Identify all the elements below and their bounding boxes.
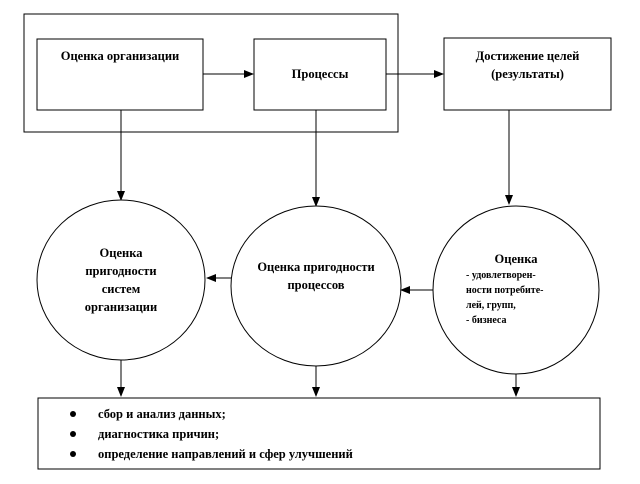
label-org-assessment: Оценка организации xyxy=(60,49,180,63)
results-item: - бизнеса xyxy=(466,315,507,326)
bullet-icon xyxy=(70,411,76,417)
results-item: - удовлетворен- xyxy=(466,270,536,281)
list-item: сбор и анализ данных; xyxy=(70,404,353,424)
list-item: определение направлений и сфер улучшений xyxy=(70,444,353,464)
list-item-text: сбор и анализ данных; xyxy=(98,407,226,421)
bullet-icon xyxy=(70,431,76,437)
results-item: лей, групп, xyxy=(466,300,516,311)
box-bottom xyxy=(37,397,601,470)
box-processes xyxy=(253,38,387,111)
label-circle-results-title: Оценка xyxy=(494,252,538,266)
label-circle-processes: Оценка пригодности процессов xyxy=(257,260,375,292)
label-results: Достижение целей (результаты) xyxy=(475,49,580,81)
bottom-list: сбор и анализ данных; диагностика причин… xyxy=(70,404,353,464)
outer-frame xyxy=(23,13,399,133)
list-item-text: диагностика причин; xyxy=(98,427,220,441)
list-item-text: определение направлений и сфер улучшений xyxy=(98,447,353,461)
box-results xyxy=(443,37,612,111)
results-item: ности потребите- xyxy=(466,285,544,296)
list-item: диагностика причин; xyxy=(70,424,353,444)
bullet-icon xyxy=(70,451,76,457)
box-org-assessment xyxy=(36,38,204,111)
label-circle-results-items: - удовлетворен- ности потребите- лей, гр… xyxy=(466,268,576,328)
label-circle-systems: Оценка пригодности систем организации xyxy=(84,246,158,314)
label-processes: Процессы xyxy=(291,67,349,81)
